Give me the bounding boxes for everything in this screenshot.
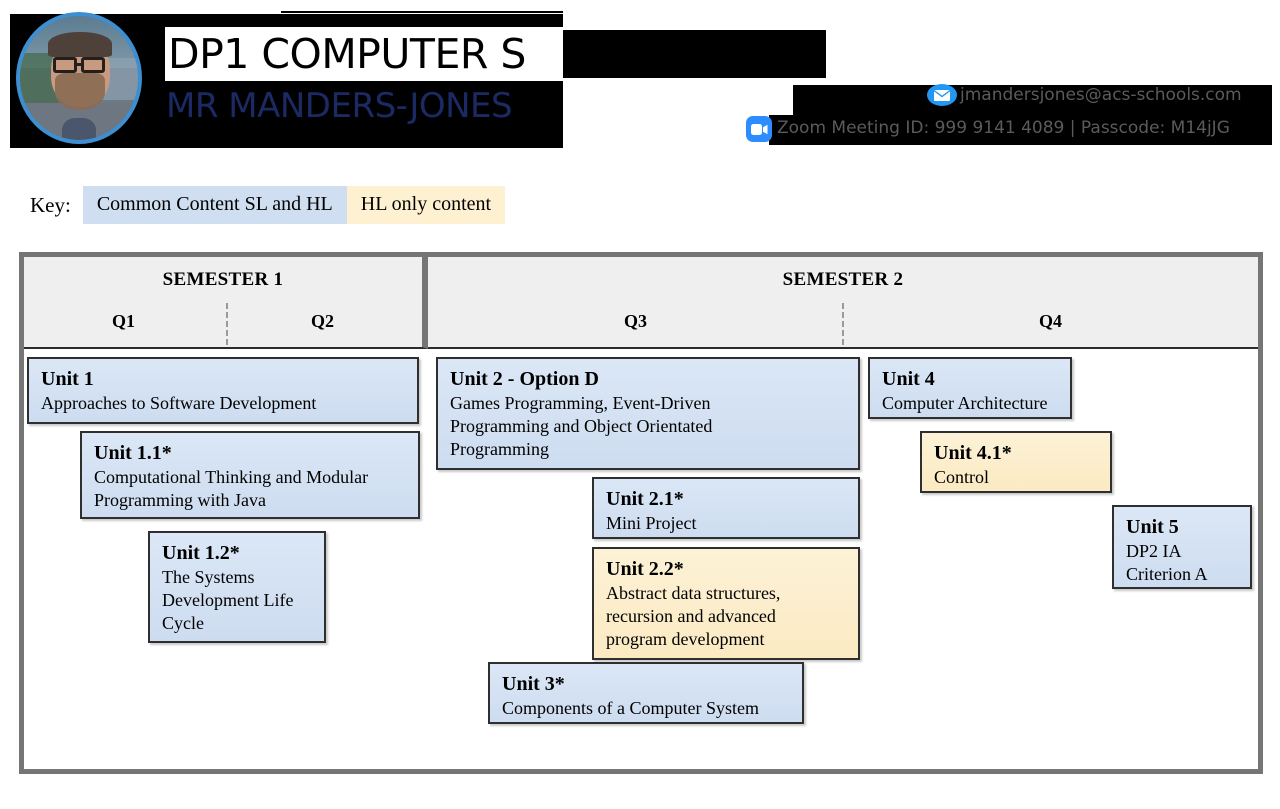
unit-desc: The Systems Development Life Cycle (162, 567, 294, 633)
unit-card-unit-2-1[interactable]: Unit 2.1* Mini Project (592, 477, 860, 539)
unit-title: Unit 5 (1126, 516, 1179, 538)
unit-title: Unit 2 - Option D (450, 368, 599, 390)
teacher-name: MR MANDERS-JONES (166, 86, 513, 126)
quarter-q1: Q1 (111, 311, 135, 331)
unit-card-unit-4-1[interactable]: Unit 4.1* Control (920, 431, 1112, 493)
unit-card-unit-2-2[interactable]: Unit 2.2* Abstract data structures, recu… (592, 547, 860, 660)
unit-title: Unit 2.2* (606, 558, 684, 580)
unit-title: Unit 4.1* (934, 442, 1012, 464)
unit-desc: Control (934, 467, 990, 487)
unit-desc: Approaches to Software Development (41, 393, 317, 413)
page-header: DP1 COMPUTER S MR MANDERS-JONES jmanders… (0, 0, 1280, 158)
semester-2-quarter-divider (842, 303, 844, 345)
unit-desc: Mini Project (606, 513, 697, 533)
quarter-q3: Q3 (623, 311, 647, 331)
redaction-bar-email (793, 85, 1272, 115)
quarter-q2: Q2 (310, 311, 334, 331)
unit-card-unit-3[interactable]: Unit 3* Components of a Computer System (488, 662, 804, 724)
legend-chip-hl: HL only content (346, 186, 506, 224)
semester-2-column: SEMESTER 2 Q3 Q4 (428, 257, 1258, 349)
unit-title: Unit 4 (882, 368, 935, 390)
redaction-bar-zoom (769, 115, 1272, 145)
unit-card-unit-5[interactable]: Unit 5 DP2 IA Criterion A (1112, 505, 1252, 589)
unit-title: Unit 1.1* (94, 442, 172, 464)
unit-card-unit-1[interactable]: Unit 1 Approaches to Software Developmen… (27, 357, 419, 424)
legend: Key: Common Content SL and HL HL only co… (30, 186, 506, 224)
zoom-meeting-text: Zoom Meeting ID: 999 9141 4089 | Passcod… (777, 118, 1230, 138)
unit-card-unit-4[interactable]: Unit 4 Computer Architecture (868, 357, 1072, 419)
unit-title: Unit 3* (502, 673, 565, 695)
zoom-video-icon (746, 116, 772, 142)
unit-title: Unit 1.2* (162, 542, 240, 564)
unit-title: Unit 2.1* (606, 488, 684, 510)
quarter-q4: Q4 (1038, 311, 1062, 331)
unit-card-unit-1-2[interactable]: Unit 1.2* The Systems Development Life C… (148, 531, 326, 643)
semester-1-quarter-divider (226, 303, 228, 345)
envelope-icon (927, 84, 957, 106)
unit-card-unit-1-1[interactable]: Unit 1.1* Computational Thinking and Mod… (80, 431, 420, 519)
redaction-bar-title (563, 30, 826, 78)
unit-desc: DP2 IA Criterion A (1126, 541, 1208, 584)
unit-card-unit-2[interactable]: Unit 2 - Option D Games Programming, Eve… (436, 357, 860, 470)
legend-chip-common: Common Content SL and HL (82, 186, 347, 224)
header-rule (281, 11, 563, 13)
title-backdrop (165, 27, 563, 81)
unit-desc: Computer Architecture (882, 393, 1048, 413)
semester-header-band: SEMESTER 1 Q1 Q2 SEMESTER 2 Q3 Q4 (24, 257, 1258, 349)
semester-2-title: SEMESTER 2 (782, 269, 904, 290)
unit-desc: Abstract data structures, recursion and … (606, 583, 781, 649)
page-title: DP1 COMPUTER S (168, 30, 526, 78)
email-text: jmandersjones@acs-schools.com (960, 85, 1242, 105)
unit-desc: Games Programming, Event-Driven Programm… (450, 393, 713, 459)
timeline-frame: SEMESTER 1 Q1 Q2 SEMESTER 2 Q3 Q4 Unit 1… (19, 252, 1263, 774)
semester-1-column: SEMESTER 1 Q1 Q2 (24, 257, 428, 349)
avatar (16, 12, 142, 144)
legend-label: Key: (30, 192, 71, 217)
unit-desc: Computational Thinking and Modular Progr… (94, 467, 369, 510)
units-canvas: Unit 1 Approaches to Software Developmen… (24, 349, 1258, 769)
unit-title: Unit 1 (41, 368, 94, 390)
semester-1-title: SEMESTER 1 (162, 269, 284, 290)
unit-desc: Components of a Computer System (502, 698, 759, 718)
